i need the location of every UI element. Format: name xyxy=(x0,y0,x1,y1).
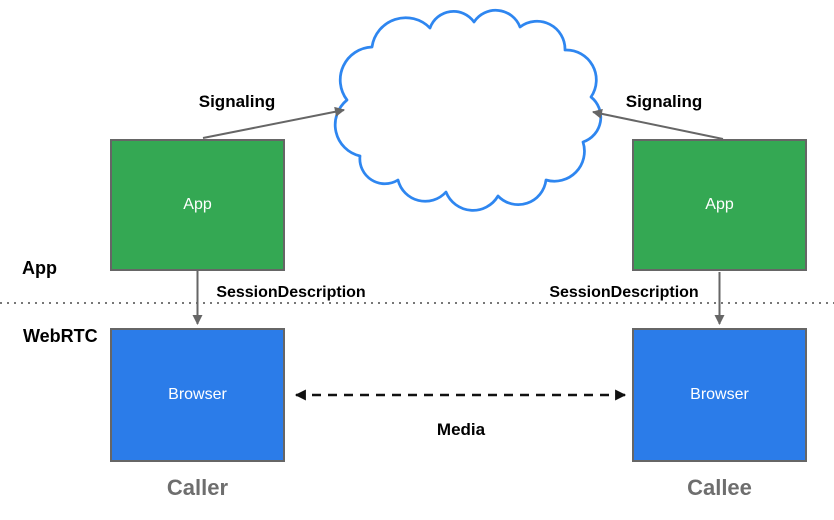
session-description-label-left: SessionDescription xyxy=(216,284,366,301)
callee-app-box: App xyxy=(632,139,807,271)
signaling-label-left: Signaling xyxy=(198,92,276,111)
signaling-arrow-right xyxy=(592,108,724,140)
session-description-label-right: SessionDescription xyxy=(549,284,699,301)
callee-app-label: App xyxy=(705,196,734,213)
webrtc-layer-label: WebRTC xyxy=(23,326,98,346)
caller-browser-box: Browser xyxy=(110,328,285,462)
caller-app-box: App xyxy=(110,139,285,271)
signaling-arrow-left xyxy=(202,106,345,139)
caller-browser-label: Browser xyxy=(168,386,227,403)
signaling-cloud-icon xyxy=(333,8,603,212)
callee-browser-label: Browser xyxy=(690,386,749,403)
callee-browser-box: Browser xyxy=(632,328,807,462)
signaling-label-right: Signaling xyxy=(625,92,703,111)
caller-app-label: App xyxy=(183,196,212,213)
media-label: Media xyxy=(436,420,486,439)
app-layer-label: App xyxy=(22,258,57,278)
callee-role-label: Callee xyxy=(687,475,752,500)
caller-role-label: Caller xyxy=(166,475,229,500)
